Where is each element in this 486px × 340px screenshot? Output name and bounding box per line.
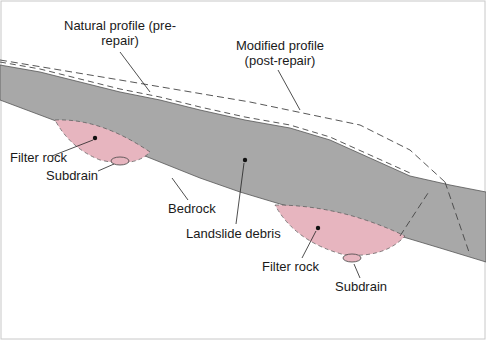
leader-line <box>354 264 360 278</box>
leader-line <box>278 70 300 110</box>
profile-label: Modified profile (post-repair) <box>220 38 340 68</box>
part-label: Bedrock <box>168 201 216 216</box>
part-label: Filter rock <box>10 150 67 165</box>
subdrain-pipe <box>343 254 361 262</box>
leader-dot <box>93 136 97 140</box>
profile-label: Natural profile (pre-repair) <box>60 18 180 48</box>
leader-dot <box>316 226 320 230</box>
modified-profile-line <box>400 190 430 236</box>
modified-profile-line <box>0 60 445 182</box>
leader-line <box>172 178 188 200</box>
modified-profile-line <box>445 182 470 255</box>
leader-line <box>236 163 244 224</box>
leader-dot <box>243 158 247 162</box>
leader-line <box>302 231 316 258</box>
part-label: Filter rock <box>262 259 319 274</box>
part-label: Landslide debris <box>186 226 281 241</box>
part-label: Subdrain <box>46 168 98 183</box>
part-label: Subdrain <box>335 279 387 294</box>
leader-line <box>120 52 150 92</box>
landslide-debris-band <box>0 65 486 262</box>
filter-rock <box>275 205 405 255</box>
natural-profile-line <box>0 62 410 173</box>
leader-line <box>98 164 114 171</box>
filter-rock <box>55 120 150 163</box>
